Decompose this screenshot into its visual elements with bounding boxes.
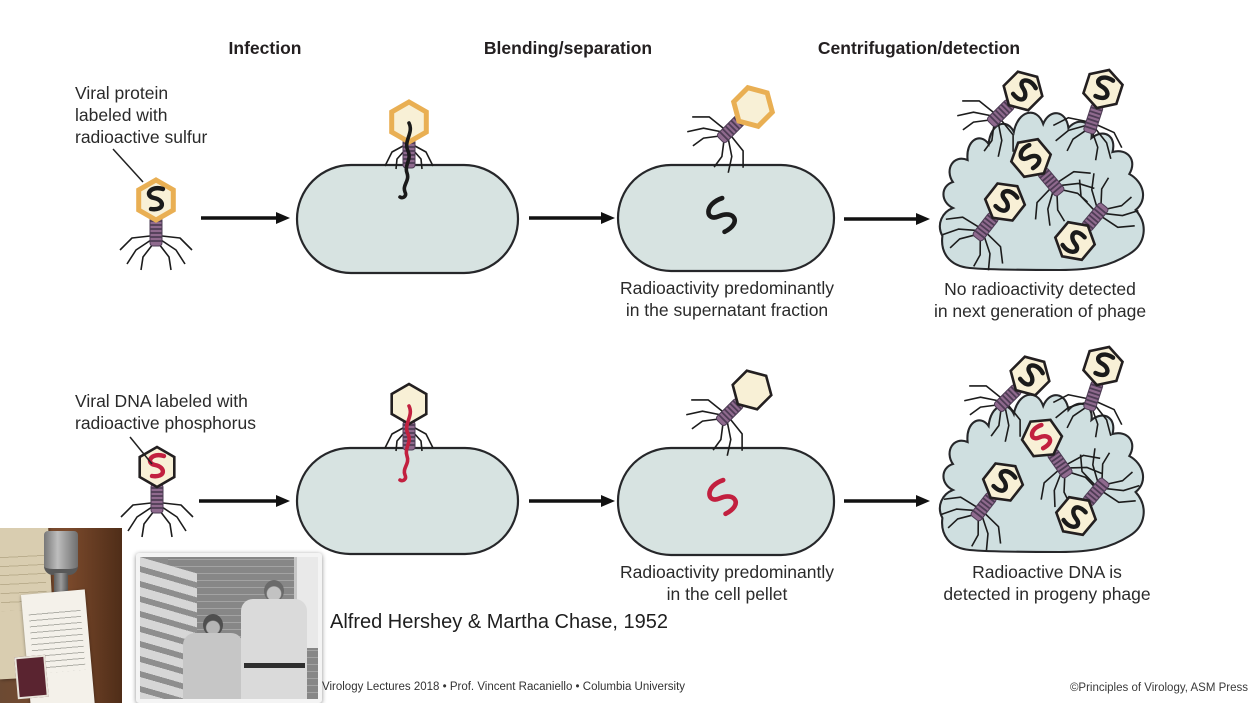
label-line: Viral protein xyxy=(75,83,169,103)
caption-line: in the cell pellet xyxy=(666,584,788,604)
exhibit-snapshot xyxy=(14,654,49,700)
caption-line: Radioactivity predominantly xyxy=(620,278,834,298)
column-header-infection: Infection xyxy=(228,38,302,58)
credit-text: Alfred Hershey & Martha Chase, 1952 xyxy=(330,611,668,633)
label-line: labeled with xyxy=(75,105,168,125)
label-pointer-line xyxy=(129,436,153,465)
label-line: Viral DNA labeled with xyxy=(75,391,248,411)
hershey-chase-photo xyxy=(136,553,322,703)
bacterium-cell xyxy=(616,446,836,557)
footer-copyright: ©Principles of Virology, ASM Press xyxy=(1069,682,1248,694)
label-line: radioactive sulfur xyxy=(75,127,208,147)
alfred-hershey-figure xyxy=(241,579,308,699)
lysed-cell-icon xyxy=(938,111,1145,272)
lysed-cell-icon xyxy=(938,393,1145,554)
label-pointer-line xyxy=(112,148,144,183)
label-line: radioactive phosphorus xyxy=(75,413,256,433)
caption-line: in the supernatant fraction xyxy=(625,300,829,320)
caption-line: No radioactivity detected xyxy=(944,279,1136,299)
phage-sulfur-icon xyxy=(119,180,193,271)
caption-cell-pellet: Radioactivity predominantly in the cell … xyxy=(620,561,834,605)
martha-chase-figure xyxy=(182,613,244,699)
caption-radioactive-dna: Radioactive DNA is detected in progeny p… xyxy=(943,561,1150,605)
caption-supernatant: Radioactivity predominantly in the super… xyxy=(620,277,834,321)
label-viral-protein: Viral protein labeled with radioactive s… xyxy=(75,82,207,148)
exhibit-photo xyxy=(0,528,122,703)
column-header-centrifugation: Centrifugation/detection xyxy=(817,38,1021,58)
column-header-blending: Blending/separation xyxy=(483,38,653,58)
footer-course: Virology Lectures 2018 • Prof. Vincent R… xyxy=(322,681,686,693)
phage-phosphorus-icon xyxy=(120,445,194,538)
caption-line: detected in progeny phage xyxy=(943,584,1151,604)
label-viral-dna: Viral DNA labeled with radioactive phosp… xyxy=(75,390,256,434)
caption-line: Radioactivity predominantly xyxy=(620,562,834,582)
caption-line: Radioactive DNA is xyxy=(972,562,1122,582)
bacterium-cell xyxy=(616,163,836,273)
caption-line: in next generation of phage xyxy=(933,301,1147,321)
blender-icon xyxy=(44,531,78,575)
caption-no-radioactivity: No radioactivity detected in next genera… xyxy=(934,278,1146,322)
